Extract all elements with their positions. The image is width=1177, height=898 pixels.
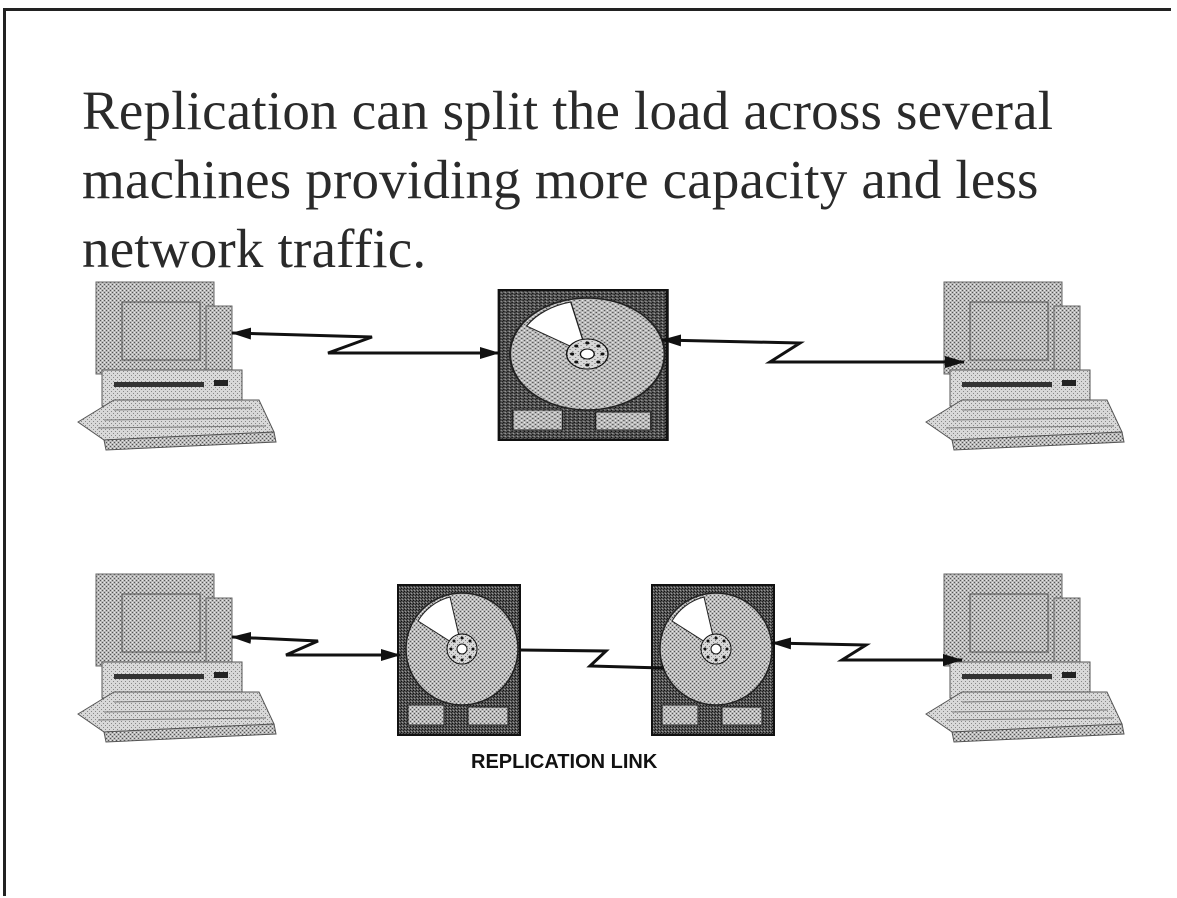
bottom-left-computer-icon [77,573,277,743]
bottom-left-link [231,631,401,661]
bottom-right-computer-icon [925,573,1125,743]
bottom-right-link [771,637,963,666]
title-line-1: Replication can split the load across se… [82,80,1054,141]
title-line-2: machines providing more capacity and les… [82,149,1039,210]
replication-link [519,648,665,670]
slide-title: Replication can split the load across se… [82,76,1122,283]
title-line-3: network traffic. [82,218,427,279]
top-right-link [661,334,965,368]
bottom-left-disk-icon [397,584,521,736]
top-left-link [231,327,500,359]
replication-link-label: REPLICATION LINK [471,751,658,773]
top-shared-disk-icon [497,288,669,442]
bottom-right-disk-icon [651,584,775,736]
slide-frame [3,8,1171,896]
top-left-computer-icon [77,281,277,451]
top-right-computer-icon [925,281,1125,451]
